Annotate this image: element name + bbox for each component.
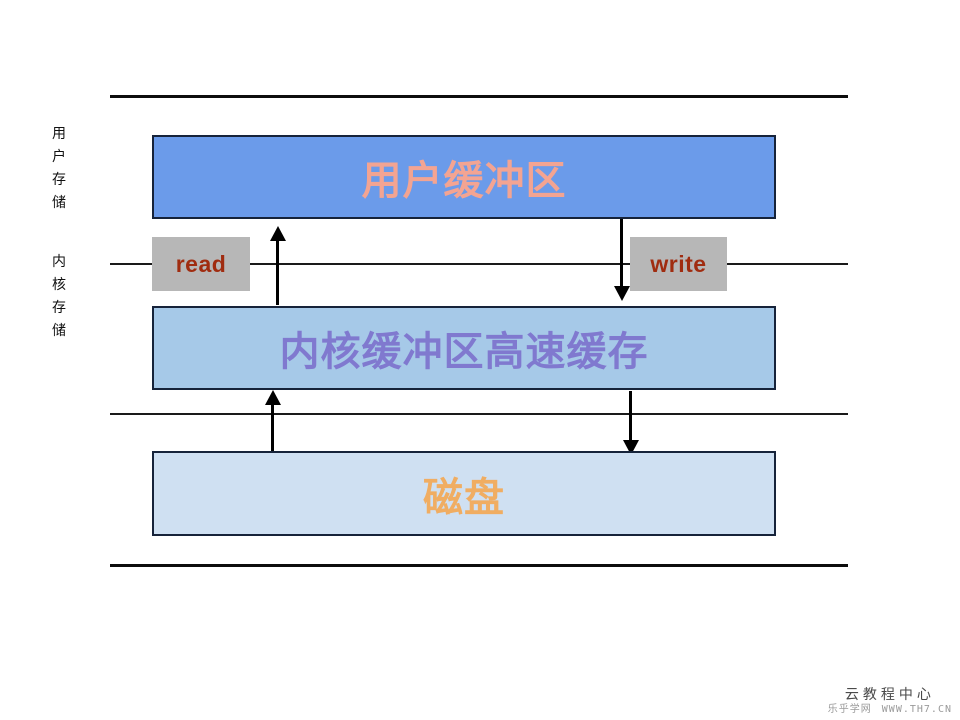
operation-box-read[interactable]: read — [152, 237, 250, 291]
flow-arrowhead-disk-to-kernel — [265, 390, 281, 405]
layer-box-kernel-buffer-cache[interactable]: 内核缓冲区高速缓存 — [152, 306, 776, 390]
layer-box-disk[interactable]: 磁盘 — [152, 451, 776, 536]
operation-label-read: read — [175, 250, 227, 277]
side-label-char: 储 — [52, 322, 66, 338]
side-label-char: 存 — [52, 299, 66, 315]
flow-arrowhead-kernel-to-user — [270, 226, 286, 241]
rule-bottom-boundary — [110, 564, 848, 567]
layer-label-user-buffer: 用户缓冲区 — [361, 159, 567, 203]
side-label-char: 用 — [52, 125, 66, 141]
operation-label-write: write — [650, 250, 707, 277]
watermark-title: 云教程中心 — [844, 686, 935, 702]
layer-label-disk: 磁盘 — [423, 475, 505, 520]
rule-top-boundary — [110, 95, 848, 98]
side-label-kernel-storage: 内 核 存 储 — [46, 250, 72, 342]
watermark-url: WWW.TH7.CN — [881, 704, 952, 715]
watermark-subtitle: 乐乎学网 WWW.TH7.CN — [828, 703, 952, 716]
operation-box-write[interactable]: write — [630, 237, 727, 291]
side-label-char: 核 — [52, 276, 66, 292]
flow-shaft-kernel-to-disk — [629, 391, 632, 440]
side-label-char: 户 — [52, 148, 66, 164]
side-label-char: 储 — [52, 194, 66, 210]
flow-arrowhead-user-to-kernel — [614, 286, 630, 301]
side-label-user-storage: 用 户 存 储 — [46, 122, 72, 214]
watermark: 云教程中心 乐乎学网 WWW.TH7.CN — [828, 685, 952, 716]
side-label-char: 存 — [52, 171, 66, 187]
rule-kernel-disk-boundary — [110, 413, 848, 415]
side-label-char: 内 — [52, 253, 66, 269]
flow-shaft-disk-to-kernel — [271, 402, 274, 452]
watermark-sub-left: 乐乎学网 — [827, 704, 872, 715]
rule-user-kernel-boundary — [110, 263, 848, 265]
layer-label-kernel-buffer-cache: 内核缓冲区高速缓存 — [279, 330, 649, 374]
layer-box-user-buffer[interactable]: 用户缓冲区 — [152, 135, 776, 219]
flow-shaft-user-to-kernel — [620, 219, 623, 286]
flow-shaft-kernel-to-user — [276, 238, 279, 305]
